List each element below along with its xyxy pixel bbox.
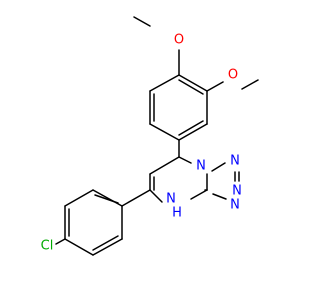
bond-c5-n4 (149, 189, 163, 203)
bond-c4-c5 (149, 123, 180, 141)
bond-c6-c1 (149, 74, 180, 92)
chlorine-label: Cl (41, 239, 54, 254)
molecule-canvas: O O N N N N N H Cl (0, 0, 300, 300)
bond-c3-c4 (178, 123, 208, 141)
bond-d1-d2-inner (94, 194, 119, 204)
nitrogen-ring-b-label: N (230, 154, 240, 169)
bond-methyl-para (133, 16, 151, 27)
bond-methyl-meta (241, 79, 259, 90)
bond-d2-d3 (64, 189, 94, 207)
bond-c1-c2 (178, 74, 208, 92)
bond-c3-c4-inner (178, 120, 204, 136)
molecule-structure: O O N N N N N H Cl (0, 0, 300, 300)
bond-n4-c3a (212, 193, 227, 200)
oxygen-para-label: O (174, 33, 184, 48)
bonds (55, 16, 259, 256)
bond-n-c7 (178, 156, 192, 164)
bond-d4-d5 (64, 238, 94, 256)
bond-n4-c3a (190, 189, 208, 200)
bond-c5-aryl (121, 189, 151, 207)
background (0, 0, 300, 300)
atom-labels: O O N N N N N H Cl (41, 33, 242, 254)
bond-d4-cl (55, 238, 66, 245)
nitrogen-ring-d-label: N (230, 198, 240, 213)
nitrogen-ring-c-label: N (232, 184, 242, 199)
nitrogen-nh-label: N (166, 192, 176, 207)
bond-c7-c6 (149, 156, 180, 175)
bond-d5-d6 (92, 238, 123, 256)
hydrogen-label: H (172, 206, 182, 221)
nitrogen-ring-a-label: N (196, 159, 206, 174)
bond-n1-n2 (211, 162, 226, 172)
bond-d5-d6-inner (92, 235, 119, 251)
oxygen-meta-label: O (228, 68, 238, 83)
bond-c2-o (206, 81, 224, 92)
bond-c1-c2-inner (178, 79, 204, 95)
